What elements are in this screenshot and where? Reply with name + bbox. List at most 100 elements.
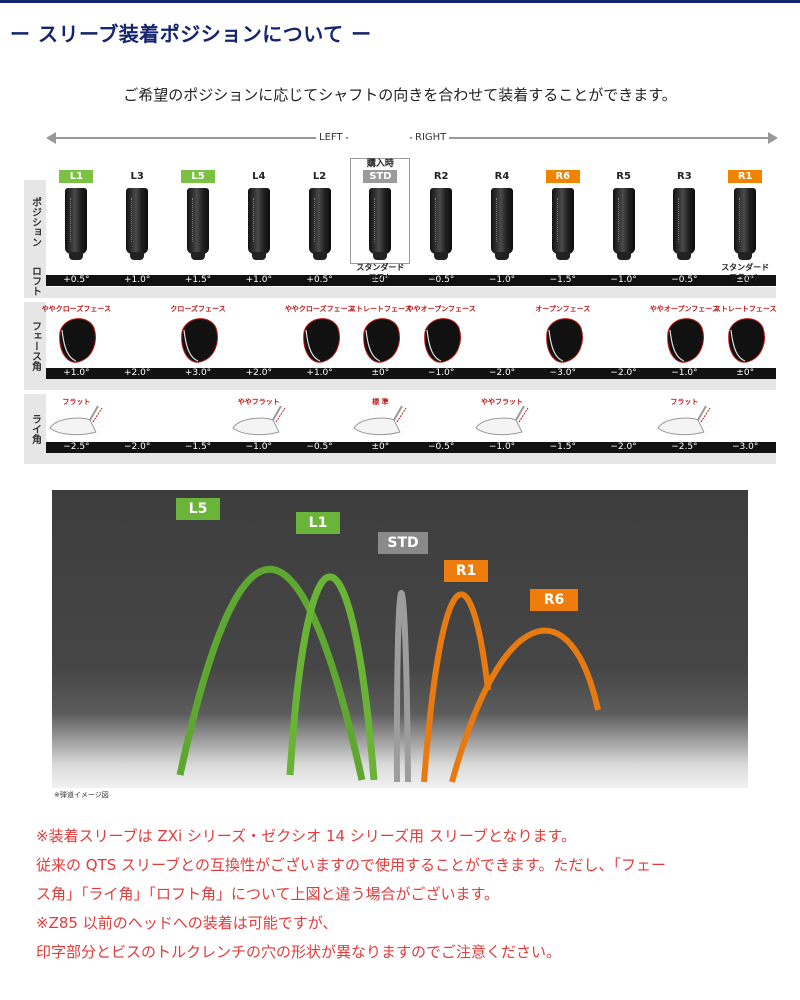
trajectory-label-r6: R6 (530, 589, 578, 611)
position-header-plain: L4 (252, 171, 266, 182)
trajectory-svg (176, 565, 601, 783)
club-head-top-icon (728, 318, 766, 363)
loft-value-bar (46, 275, 776, 286)
note-line: ※Z85 以前のヘッドへの装着は可能ですが、 (36, 914, 338, 932)
lie-value: −0.5° (428, 442, 455, 452)
lie-value: −1.0° (245, 442, 272, 452)
loft-value: −1.5° (549, 275, 576, 285)
note-line: ※装着スリーブは ZXi シリーズ・ゼクシオ 14 シリーズ用 スリーブとなりま… (36, 827, 576, 845)
face-caption: ストレートフェース (349, 305, 412, 313)
face-value: −3.0° (549, 368, 576, 378)
position-header-plain: R4 (494, 171, 510, 182)
face-value: +3.0° (184, 368, 212, 378)
club-head-side-icon (49, 406, 103, 436)
sleeve-image (430, 188, 453, 260)
top-rule (0, 0, 800, 3)
club-head-top-icon (363, 318, 401, 363)
sleeve-image (612, 188, 635, 260)
face-value: −1.0° (428, 368, 455, 378)
page-title: ー スリーブ装着ポジションについて ー (10, 22, 372, 46)
note-line: 従来の QTS スリーブとの互換性がございますので使用することができます。ただし… (36, 856, 666, 874)
std-column-frame (350, 169, 411, 264)
trajectory-label-l5: L5 (176, 498, 220, 520)
lie-caption: フラット (670, 398, 699, 406)
face-caption: オープンフェース (535, 305, 591, 313)
trajectory-label-std: STD (378, 532, 428, 554)
lie-value: −0.5° (306, 442, 333, 452)
position-header-orange: R1 (728, 170, 763, 183)
lie-caption: 標 準 (372, 398, 389, 406)
right-label: RIGHT (412, 132, 450, 143)
position-row: ポジション (24, 180, 776, 264)
loft-value: +0.5° (63, 275, 90, 285)
club-head-top-icon (667, 318, 705, 363)
club-head-side-icon (475, 406, 529, 436)
face-row-label: フェース角 (29, 321, 41, 371)
right-arrow-icon (410, 132, 778, 144)
face-caption: クローズフェース (170, 305, 226, 313)
face-value: −2.0° (488, 368, 516, 378)
lie-row-label: ライ角 (29, 414, 41, 444)
trajectory-note: ※弾道イメージ図 (54, 791, 109, 799)
position-header-plain: L3 (130, 171, 144, 182)
lie-caption: ややフラット (481, 398, 523, 406)
face-caption: ストレートフェース (713, 305, 777, 313)
trajectory-r6 (449, 627, 601, 783)
club-head-top-icon (181, 318, 218, 363)
trajectory-l1 (286, 573, 378, 781)
club-head-top-icon (59, 318, 97, 363)
lie-value: −1.5° (184, 442, 212, 452)
sleeve-image (308, 188, 331, 260)
position-header-green: L5 (181, 170, 215, 183)
club-head-top-icon (424, 318, 462, 363)
lie-caption: フラット (62, 398, 91, 406)
loft-value: −1.0° (610, 275, 637, 285)
face-value: +1.0° (306, 368, 333, 378)
club-head-top-icon (302, 318, 340, 363)
direction-row: LEFT RIGHT (46, 126, 778, 150)
std-purchase-tag: 購入時 (350, 158, 411, 169)
position-row-label: ポジション (29, 197, 41, 247)
loft-value: ±0° (371, 275, 390, 285)
loft-row-label: ロフト (29, 266, 41, 296)
lie-value: −1.5° (549, 442, 576, 452)
trajectory-std (393, 590, 411, 783)
face-caption: ややオープンフェース (406, 305, 476, 313)
sleeve-image (126, 188, 149, 260)
left-arrow-icon (46, 132, 348, 144)
lie-value: −2.0° (124, 442, 151, 452)
note-line: ス角」「ライ角」「ロフト角」について上図と違う場合がございます。 (36, 885, 500, 903)
loft-value: +0.5° (306, 275, 333, 285)
sleeve-image (491, 188, 513, 260)
loft-value: −0.5° (671, 275, 698, 285)
position-header-orange: R6 (545, 170, 580, 183)
sleeve-image (247, 188, 270, 260)
trajectory-label-l1: L1 (296, 512, 340, 534)
sleeve-image (673, 188, 696, 260)
trajectory-label-r1: R1 (444, 560, 488, 582)
loft-caption: スタンダード ロフト (356, 263, 405, 282)
lie-value: ±0° (371, 442, 390, 452)
club-head-side-icon (232, 406, 286, 436)
trajectory-r1 (421, 591, 491, 783)
loft-value: −0.5° (428, 275, 455, 285)
face-value: ±0° (371, 368, 390, 378)
sleeve-image (65, 188, 88, 260)
trajectory-l5 (176, 565, 366, 781)
sleeve-image (187, 188, 209, 260)
notes-block: ※装着スリーブは ZXi シリーズ・ゼクシオ 14 シリーズ用 スリーブとなりま… (36, 822, 776, 967)
face-caption: ややクローズフェース (41, 305, 112, 313)
face-caption: ややオープンフェース (649, 305, 719, 313)
loft-value: +1.0° (124, 275, 151, 285)
sleeve-position-table: ポジション ロフト フェース角 ライ角 購入時 L1+0.5°L3+1.0°L5… (24, 158, 777, 464)
lie-value: −2.0° (610, 442, 637, 452)
face-value: +2.0° (245, 368, 272, 378)
position-header-plain: R2 (433, 171, 449, 182)
face-value-bar (46, 368, 776, 379)
lie-value: −2.5° (63, 442, 90, 452)
loft-caption: スタンダード フラット (721, 263, 770, 282)
left-label: LEFT (316, 132, 346, 143)
face-value: −2.0° (610, 368, 637, 378)
lie-value: −2.5° (671, 442, 698, 452)
sleeve-image (734, 188, 757, 260)
